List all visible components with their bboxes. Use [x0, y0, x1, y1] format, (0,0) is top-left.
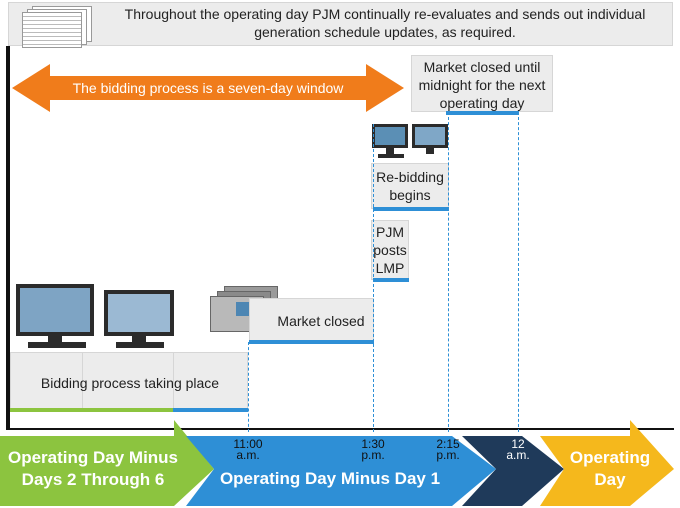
bidding-window-label: The bidding process is a seven-day windo… [72, 80, 344, 96]
timeline-frame-bottom [6, 428, 674, 430]
rebidding-bar [373, 207, 449, 211]
market-closed-midnight-label: Market closed until midnight for the nex… [418, 59, 546, 111]
schedule-update-banner [8, 2, 673, 46]
rebidding-box [371, 163, 449, 209]
pjm-posts-label: PJM posts LMP [373, 224, 407, 276]
guide-1100 [248, 342, 249, 432]
bidding-process-box [10, 352, 248, 410]
market-closed-bar [249, 340, 374, 344]
time-12: 12 a.m. [506, 437, 530, 462]
time-215: 2:15 p.m. [436, 437, 460, 462]
time-1100: 11:00 a.m. [228, 438, 268, 461]
guide-12 [518, 112, 519, 432]
pjm-posts-bar [373, 278, 409, 282]
market-closed-midnight-bar [446, 111, 519, 115]
pjm-posts-box [371, 220, 409, 280]
timeline-frame-left [6, 46, 10, 430]
bidding-process-green-bar [10, 408, 173, 412]
bidding-process-label: Bidding process taking place [40, 375, 220, 391]
rebidding-label: Re-bidding begins [376, 169, 444, 203]
time-130: 1:30 p.m. [361, 437, 385, 462]
banner-days-2-6: Operating Day Minus Days 2 Through 6 [7, 448, 179, 489]
guide-130 [373, 124, 374, 432]
market-closed-midnight-box [411, 55, 553, 112]
schedule-update-text: Throughout the operating day PJM continu… [124, 6, 646, 40]
banner-operating-day: Operating Day [569, 448, 651, 489]
spreadsheet-icon [22, 6, 92, 48]
banner-day-minus-1: Operating Day Minus Day 1 [219, 469, 441, 488]
bidding-divider-2 [173, 353, 174, 409]
workstation-icon [16, 284, 176, 350]
market-closed-label: Market closed [277, 313, 365, 329]
guide-215 [448, 112, 449, 432]
bidding-divider-1 [82, 353, 83, 409]
computer-icon-small [372, 124, 450, 162]
bidding-process-blue-bar [173, 408, 248, 412]
